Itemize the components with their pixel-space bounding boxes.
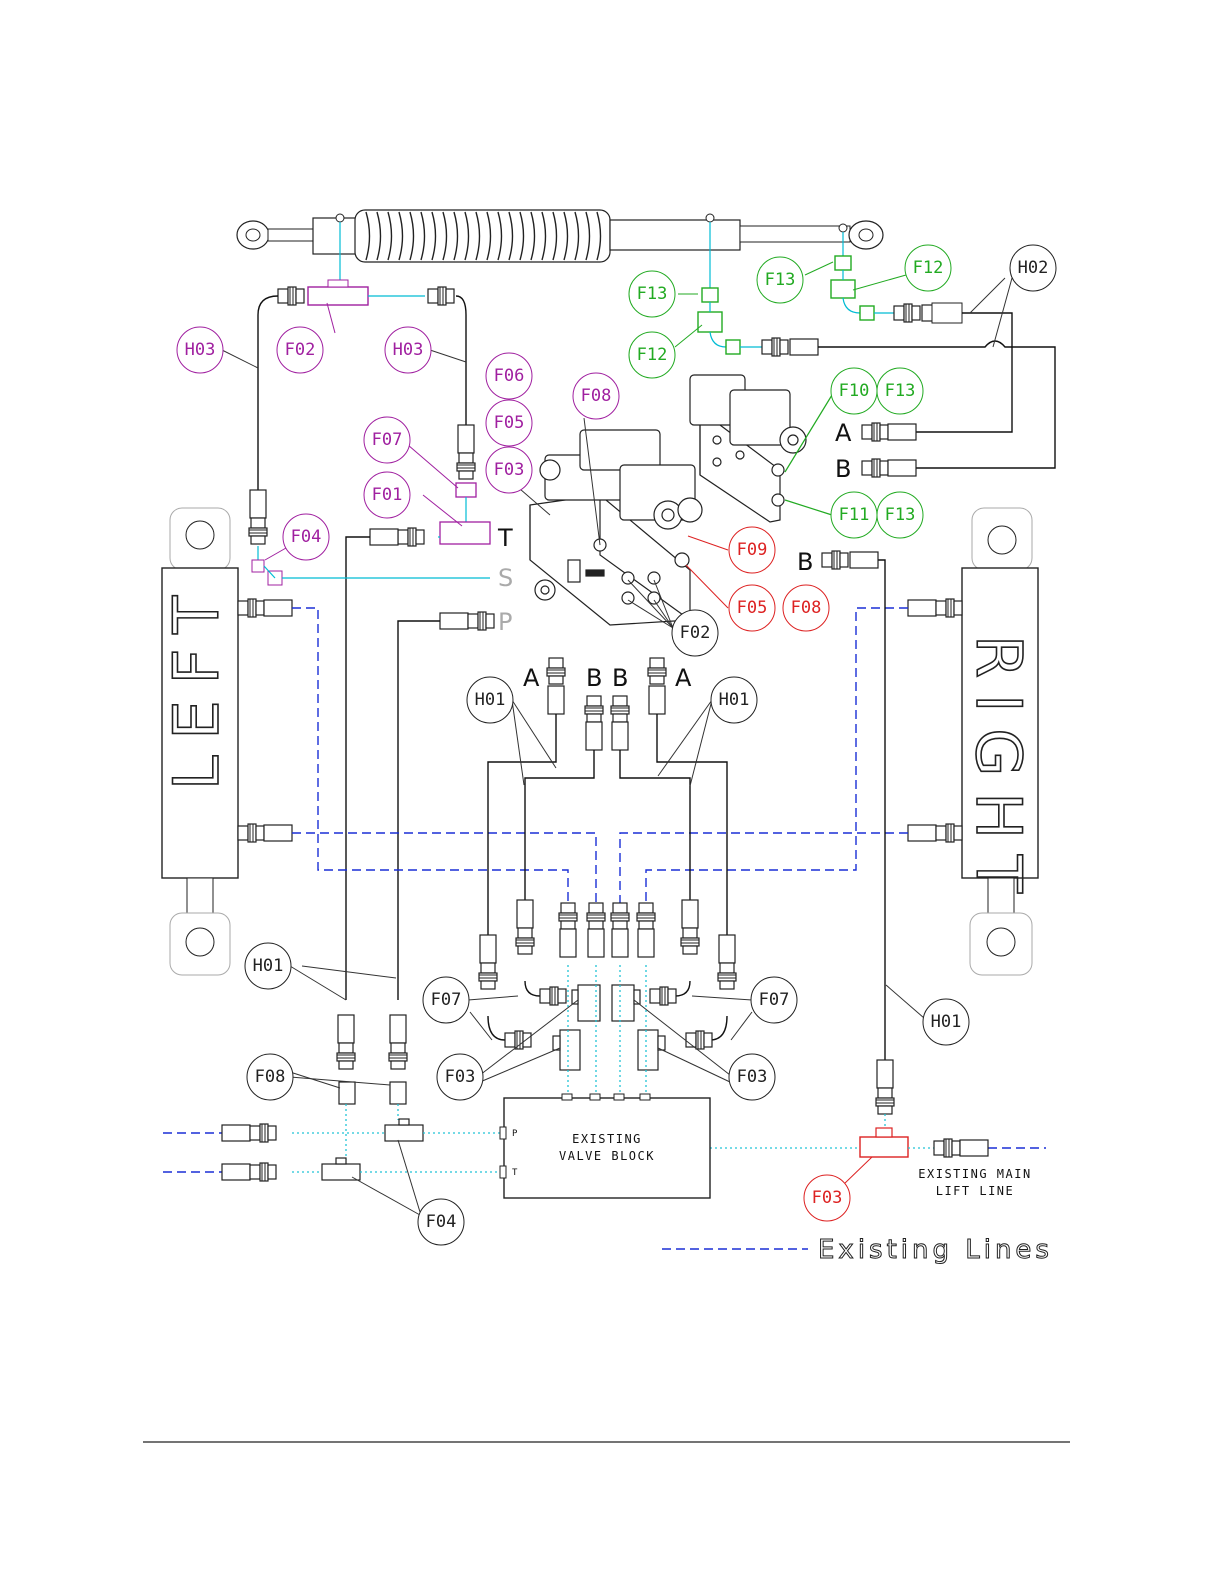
callout-label: F13 <box>885 505 916 525</box>
callout-f01: F01 <box>364 472 410 518</box>
callout-f11: F11 <box>831 492 877 538</box>
callout-label: H03 <box>393 340 424 360</box>
callout-label: H01 <box>719 690 750 710</box>
callout-f04: F04 <box>283 514 329 560</box>
callout-f08: F08 <box>247 1054 293 1100</box>
callout-label: F09 <box>737 540 768 560</box>
callout-label: F03 <box>812 1188 843 1208</box>
stack-port-b-left: B <box>586 664 602 692</box>
callout-h01: H01 <box>467 677 513 723</box>
callout-label: F04 <box>291 527 322 547</box>
callout-f03: F03 <box>486 447 532 493</box>
callout-f12: F12 <box>629 332 675 378</box>
valve-block-port-p: P <box>512 1129 519 1139</box>
callout-label: F03 <box>494 460 525 480</box>
callout-label: H01 <box>253 956 284 976</box>
callout-f05: F05 <box>486 400 532 446</box>
valve-manifold <box>530 430 702 625</box>
callout-label: F12 <box>913 258 944 278</box>
callout-f10: F10 <box>831 368 877 414</box>
callout-label: F07 <box>759 990 790 1010</box>
valve-block-line2: VALVE BLOCK <box>559 1149 655 1163</box>
callout-f02: F02 <box>277 327 323 373</box>
valve-block-line1: EXISTING <box>572 1132 642 1146</box>
port-b-right-label: B <box>797 548 813 576</box>
callout-label: F13 <box>885 381 916 401</box>
stack-port-a-left: A <box>523 664 540 692</box>
callout-h03: H03 <box>177 327 223 373</box>
callout-h01: H01 <box>711 677 757 723</box>
port-a-label: A <box>835 419 852 447</box>
callout-f08: F08 <box>783 585 829 631</box>
callout-label: H01 <box>931 1012 962 1032</box>
callout-label: H02 <box>1018 258 1049 278</box>
port-t-label: T <box>497 524 513 552</box>
callout-label: F05 <box>737 598 768 618</box>
port-p-label: P <box>498 608 512 636</box>
callout-f04: F04 <box>418 1199 464 1245</box>
main-lift-line1: EXISTING MAIN <box>918 1167 1031 1181</box>
callout-h01: H01 <box>923 999 969 1045</box>
callout-label: F08 <box>581 386 612 406</box>
top-actuator <box>237 210 883 262</box>
callout-label: F13 <box>765 270 796 290</box>
callout-label: F02 <box>285 340 316 360</box>
directional-valve <box>690 375 832 522</box>
existing-valve-block: EXISTING VALVE BLOCK P T <box>500 1094 710 1198</box>
callout-f03: F03 <box>804 1175 850 1221</box>
callout-label: F05 <box>494 413 525 433</box>
callout-f12: F12 <box>905 245 951 291</box>
port-s-label: S <box>498 564 513 592</box>
callout-f13: F13 <box>757 257 803 303</box>
callout-f03: F03 <box>437 1054 483 1100</box>
callout-h02: H02 <box>1010 245 1056 291</box>
stack-port-b-right: B <box>612 664 628 692</box>
main-lift-line2: LIFT LINE <box>936 1184 1015 1198</box>
callout-f06: F06 <box>486 353 532 399</box>
callout-label: F06 <box>494 366 525 386</box>
callout-label: F13 <box>637 284 668 304</box>
existing-lines <box>163 608 1046 1172</box>
callout-label: F07 <box>431 990 462 1010</box>
port-b-label: B <box>835 455 851 483</box>
callout-label: F11 <box>839 505 870 525</box>
callout-f08: F08 <box>573 373 619 419</box>
callout-label: F03 <box>445 1067 476 1087</box>
callout-h01: H01 <box>245 943 291 989</box>
callout-label: H03 <box>185 340 216 360</box>
valve-block-port-t: T <box>512 1168 519 1178</box>
callout-label: F02 <box>680 623 711 643</box>
legend: Existing Lines <box>662 1235 1053 1265</box>
callout-f07: F07 <box>423 977 469 1023</box>
callout-label: F01 <box>372 485 403 505</box>
callout-label: F07 <box>372 430 403 450</box>
callout-f07: F07 <box>751 977 797 1023</box>
callout-f13: F13 <box>629 271 675 317</box>
stack-port-a-right: A <box>675 664 692 692</box>
left-cylinder-label: LEFT <box>160 580 233 790</box>
callout-f13: F13 <box>877 368 923 414</box>
right-cylinder-label: RIGHT <box>962 635 1035 909</box>
callout-f13: F13 <box>877 492 923 538</box>
callout-label: F12 <box>637 345 668 365</box>
callout-f07: F07 <box>364 417 410 463</box>
callout-h03: H03 <box>385 327 431 373</box>
callout-f03: F03 <box>729 1054 775 1100</box>
callout-label: F04 <box>426 1212 457 1232</box>
callout-label: F08 <box>255 1067 286 1087</box>
callout-f05: F05 <box>729 585 775 631</box>
callout-f09: F09 <box>729 527 775 573</box>
callout-f02: F02 <box>672 610 718 656</box>
callout-label: F08 <box>791 598 822 618</box>
callout-label: F03 <box>737 1067 768 1087</box>
legend-text: Existing Lines <box>818 1235 1053 1265</box>
callout-label: H01 <box>475 690 506 710</box>
callout-label: F10 <box>839 381 870 401</box>
